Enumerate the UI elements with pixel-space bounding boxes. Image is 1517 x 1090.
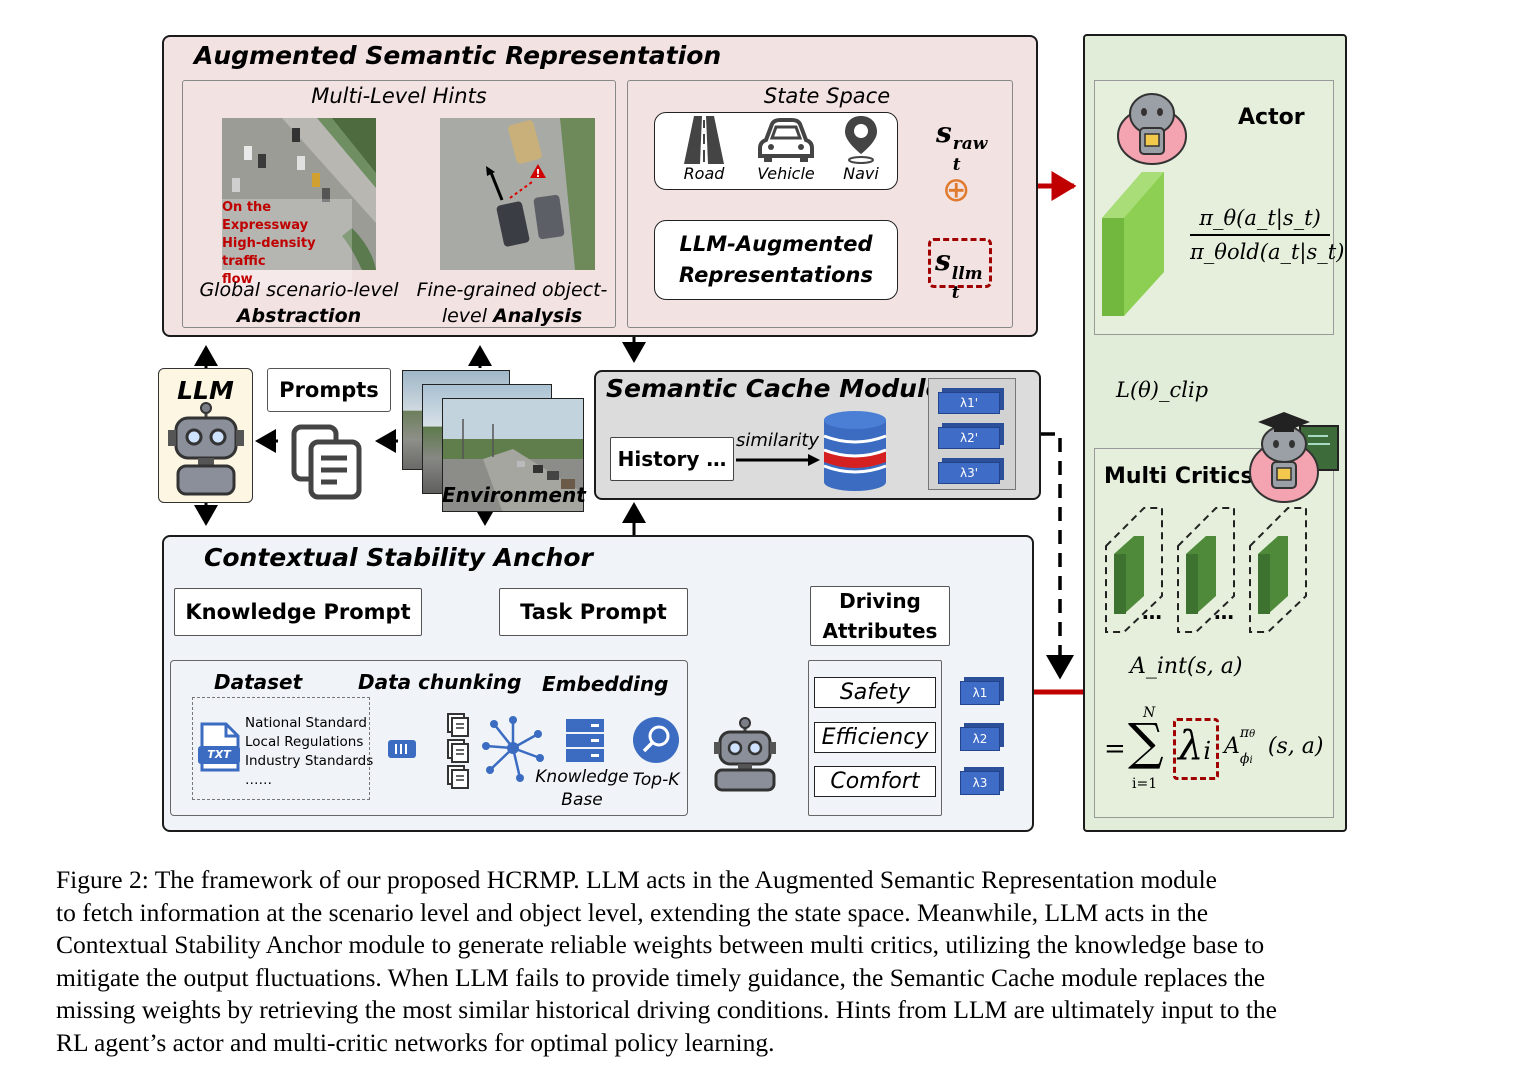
critic-dots-2: … bbox=[1214, 600, 1234, 624]
similarity-label: similarity bbox=[736, 430, 820, 451]
caption-line-6: RL agent’s actor and multi-critic networ… bbox=[56, 1027, 775, 1057]
hints-box bbox=[182, 80, 616, 328]
sum-equals: = bbox=[1104, 734, 1126, 764]
asr-title: Augmented Semantic Representation bbox=[194, 41, 722, 70]
database-icon bbox=[822, 410, 888, 492]
policy-numerator: π_θ(a_t|s_t) bbox=[1199, 206, 1321, 230]
actor-network-block bbox=[1102, 172, 1164, 316]
sum-lower: i=1 bbox=[1132, 776, 1158, 792]
state-space-box bbox=[627, 80, 1013, 328]
attr-lambda-1: λ1 bbox=[960, 681, 1000, 705]
critic-1 bbox=[1104, 506, 1164, 634]
road-label: Road bbox=[683, 164, 725, 183]
sum-sigma: ∑ bbox=[1128, 713, 1164, 771]
csa-robot-icon bbox=[712, 716, 778, 792]
lambda-i-box bbox=[1173, 718, 1219, 780]
scenario-photo bbox=[222, 118, 376, 270]
location-pin-icon bbox=[842, 114, 880, 164]
attributes-box bbox=[808, 660, 942, 816]
embedding-label: Embedding bbox=[542, 672, 669, 696]
actor-robot-icon bbox=[1114, 92, 1190, 166]
dataset-label: Dataset bbox=[214, 670, 303, 694]
critic-3 bbox=[1248, 506, 1308, 634]
attr-efficiency: Efficiency bbox=[814, 722, 936, 753]
dataset-dashed-box bbox=[192, 697, 370, 800]
caption-line-3: Contextual Stability Anchor module to ge… bbox=[56, 930, 1265, 959]
cache-lambda-3: λ3' bbox=[938, 462, 1000, 484]
txt-file-icon bbox=[198, 722, 240, 772]
environment-label: Environment bbox=[442, 483, 586, 507]
state-space-title: State Space bbox=[763, 84, 891, 108]
llm-label: LLM bbox=[177, 376, 234, 405]
actor-label: Actor bbox=[1238, 105, 1305, 130]
chunking-label: Data chunking bbox=[358, 670, 522, 694]
task-prompt-box: Task Prompt bbox=[499, 588, 688, 636]
cache-lambda-2: λ2' bbox=[938, 427, 1000, 449]
caption-line-2: to fetch information at the scenario lev… bbox=[56, 897, 1209, 927]
car-label: Vehicle bbox=[757, 164, 815, 183]
policy-fraction-bar bbox=[1190, 234, 1330, 236]
attr-lambda-2: λ2 bbox=[960, 727, 1000, 751]
txt-icon-label: TXT bbox=[207, 748, 231, 761]
policy-denominator: π_θold(a_t|s_t) bbox=[1190, 240, 1345, 264]
object-caption-2: level Analysis bbox=[441, 305, 583, 327]
knowledge-pipeline-box bbox=[170, 660, 688, 816]
cache-dashed-line bbox=[1041, 432, 1074, 680]
critic-dots-1: … bbox=[1142, 600, 1162, 624]
caption-line-5: missing weights by retrieving the most s… bbox=[56, 995, 1277, 1024]
car-icon bbox=[758, 118, 814, 162]
sum-upper: N bbox=[1143, 705, 1156, 721]
svg-text:!: ! bbox=[535, 167, 540, 180]
llm-augmented-box: LLM-Augmented Representations bbox=[654, 220, 898, 300]
history-box: History … bbox=[610, 437, 734, 481]
cache-title: Semantic Cache Module bbox=[606, 374, 943, 403]
advantage-int: A_int(s, a) bbox=[1130, 654, 1243, 679]
robot-icon bbox=[168, 402, 244, 496]
chunk-doc-icons bbox=[442, 712, 472, 790]
critic-robot-icon bbox=[1244, 406, 1342, 506]
navi-label: Navi bbox=[843, 164, 879, 183]
similarity-arrow bbox=[736, 452, 822, 468]
env-photo-front bbox=[442, 398, 584, 512]
concat-symbol: ⊕ bbox=[942, 170, 971, 210]
attr-safety: Safety bbox=[814, 677, 936, 708]
knowledge-prompt-box: Knowledge Prompt bbox=[174, 588, 422, 636]
search-icon bbox=[632, 716, 680, 764]
prompts-box: Prompts bbox=[267, 368, 391, 412]
knowledge-base-label: Knowledge Base bbox=[535, 767, 629, 810]
dataset-list: National Standard Local Regulations Indu… bbox=[245, 715, 374, 788]
attr-lambda-3: λ3 bbox=[960, 771, 1000, 795]
scenario-caption-1: Global scenario-level bbox=[199, 279, 399, 301]
scenario-caption-2: Abstraction bbox=[236, 305, 362, 327]
s-llm-box bbox=[928, 238, 992, 288]
attr-comfort: Comfort bbox=[814, 766, 936, 797]
cache-lambda-1: λ1' bbox=[938, 392, 1000, 414]
embedding-network-icon bbox=[480, 712, 546, 784]
topk-label: Top-K bbox=[632, 770, 680, 790]
caption-line-4: mitigate the output fluctuations. When L… bbox=[56, 962, 1266, 992]
csa-title: Contextual Stability Anchor bbox=[204, 543, 593, 572]
figure-caption: Figure 2: The framework of our proposed … bbox=[56, 864, 1466, 1059]
loss-label: L(θ)_clip bbox=[1116, 378, 1209, 402]
lambda-i: λi bbox=[1178, 723, 1212, 769]
driving-attributes-box: Driving Attributes bbox=[810, 586, 950, 646]
chunk-source-icon bbox=[386, 738, 418, 760]
object-photo: ! bbox=[440, 118, 595, 270]
critics-label: Multi Critics bbox=[1104, 464, 1254, 489]
policy-ratio: π_θ(a_t|s_t) π_θold(a_t|s_t) bbox=[1190, 206, 1345, 264]
road-icon bbox=[680, 116, 728, 164]
knowledge-base-icon bbox=[564, 717, 606, 765]
document-copy-icon bbox=[291, 424, 365, 500]
critic-2 bbox=[1176, 506, 1236, 634]
scenario-overlay-text: On the Expressway High-density traffic f… bbox=[222, 199, 352, 289]
hints-title: Multi-Level Hints bbox=[311, 84, 487, 108]
object-caption-1: Fine-grained object- bbox=[416, 279, 608, 301]
caption-line-1: Figure 2: The framework of our proposed … bbox=[56, 865, 1217, 894]
